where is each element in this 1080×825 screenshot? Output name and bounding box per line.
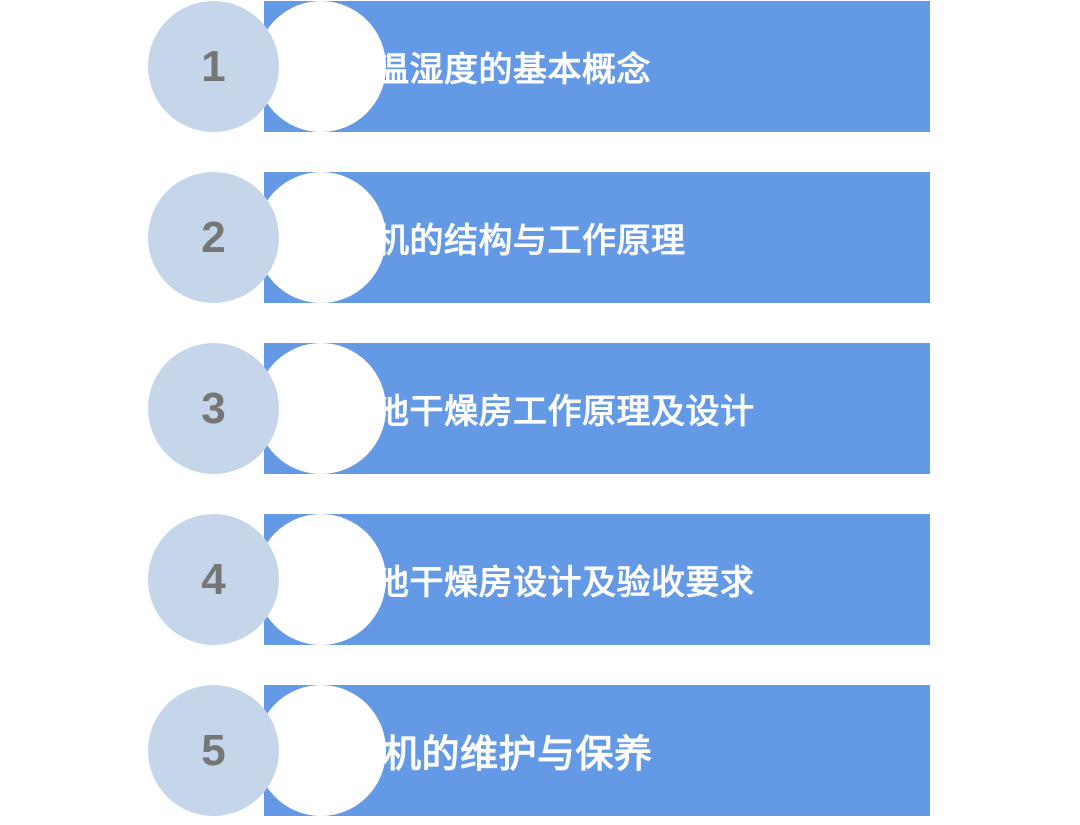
item-number: 4 bbox=[201, 554, 226, 604]
toc-item-1: 1 空气温湿度的基本概念 bbox=[148, 1, 930, 132]
number-circle: 4 bbox=[148, 514, 279, 645]
item-number: 5 bbox=[201, 725, 226, 775]
item-number: 3 bbox=[201, 383, 226, 433]
number-circle: 2 bbox=[148, 172, 279, 303]
toc-item-5: 5 除湿机的维护与保养 bbox=[148, 685, 930, 816]
item-label: 除湿机的维护与保养 bbox=[306, 732, 653, 776]
toc-item-3: 3 锂电池干燥房工作原理及设计 bbox=[148, 343, 930, 474]
number-circle: 3 bbox=[148, 343, 279, 474]
toc-item-2: 2 除湿机的结构与工作原理 bbox=[148, 172, 930, 303]
item-label: 空气温湿度的基本概念 bbox=[306, 50, 651, 90]
number-circle: 5 bbox=[148, 685, 279, 816]
item-label: 除湿机的结构与工作原理 bbox=[306, 221, 686, 261]
item-number: 1 bbox=[201, 41, 226, 91]
item-number: 2 bbox=[201, 212, 226, 262]
item-label: 锂电池干燥房工作原理及设计 bbox=[306, 392, 755, 432]
toc-item-4: 4 锂电池干燥房设计及验收要求 bbox=[148, 514, 930, 645]
number-circle: 1 bbox=[148, 1, 279, 132]
item-label: 锂电池干燥房设计及验收要求 bbox=[306, 563, 755, 603]
